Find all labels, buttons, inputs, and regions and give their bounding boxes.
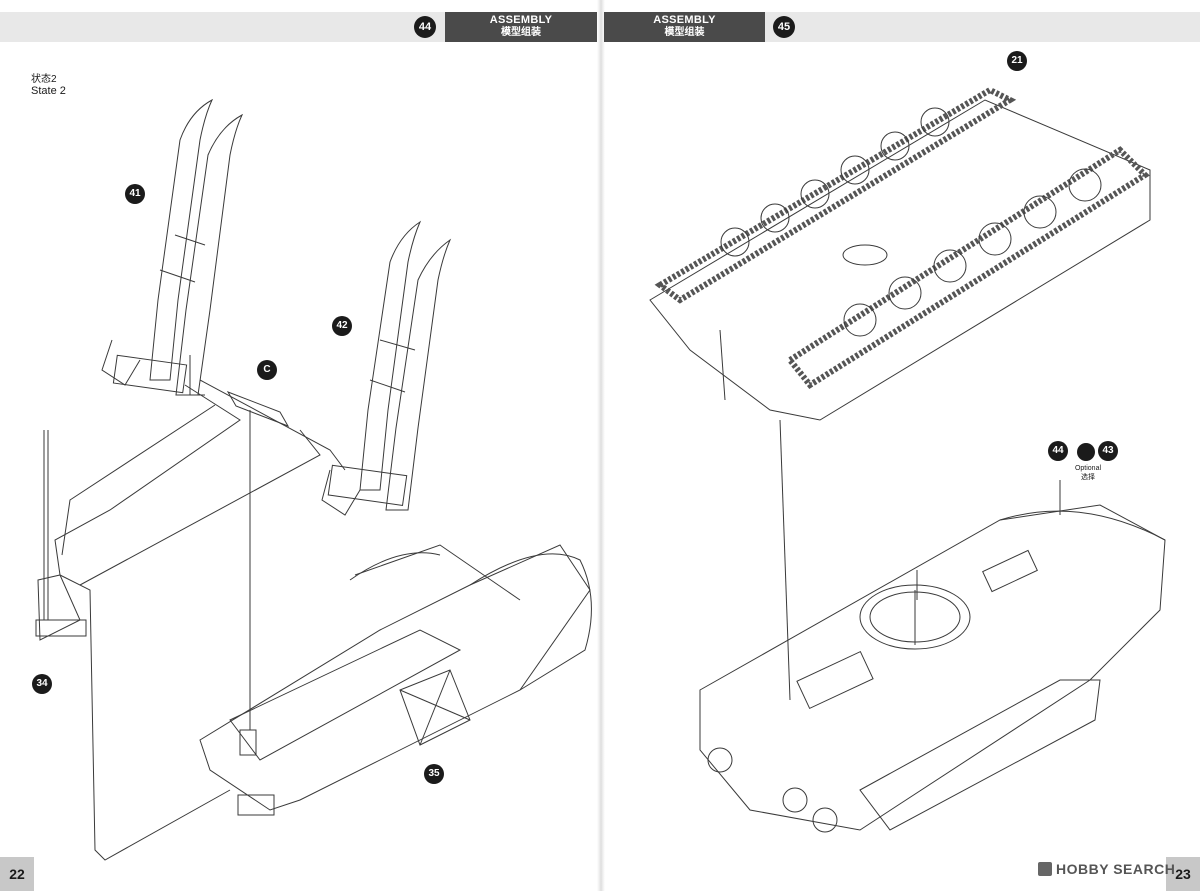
right-header-box: ASSEMBLY 模型组装 [604,12,765,42]
book-spine [597,0,605,891]
callout-21: 21 [1007,51,1027,71]
left-header-box: ASSEMBLY 模型组装 [445,12,597,42]
page-number-left: 22 [0,857,34,891]
missile-pair-42-drawing [321,220,452,516]
watermark-logo-icon [1038,862,1052,876]
left-page [0,0,600,891]
step-number-right: 45 [773,16,795,38]
step-number-left: 44 [414,16,436,38]
callout-42: 42 [332,316,352,336]
launcher-body-35-drawing [199,544,592,816]
callout-44: 44 [1048,441,1068,461]
optional-icon [1077,443,1095,461]
callout-41: 41 [125,184,145,204]
optional-label-en: Optional [1074,465,1102,472]
optional-label-zh: 选择 [1081,474,1095,481]
callout-35: 35 [424,764,444,784]
right-header-band [765,12,1200,42]
left-header-band [0,12,445,42]
right-header-subtitle: 模型组装 [664,27,705,38]
callout-c: C [257,360,277,380]
right-header-title: ASSEMBLY [653,14,716,26]
state-label-zh: 状态2 [31,74,57,85]
watermark-text: HOBBY SEARCH [1056,861,1176,877]
upper-body-44-43-drawing [699,480,1166,833]
missile-pair-41-drawing [101,98,244,396]
hull-21-drawing [649,86,1151,701]
callout-43: 43 [1098,441,1118,461]
left-header-subtitle: 模型组装 [501,27,541,38]
watermark: HOBBY SEARCH [1038,861,1175,877]
antenna-34-drawing [35,430,87,641]
page-number-right: 23 [1166,857,1200,891]
part-c-drawing [226,391,290,730]
optional-label: Optional 选择 [1063,464,1113,482]
state-label-en: State 2 [31,85,66,97]
left-header-title: ASSEMBLY [489,14,553,26]
callout-34: 34 [32,674,52,694]
